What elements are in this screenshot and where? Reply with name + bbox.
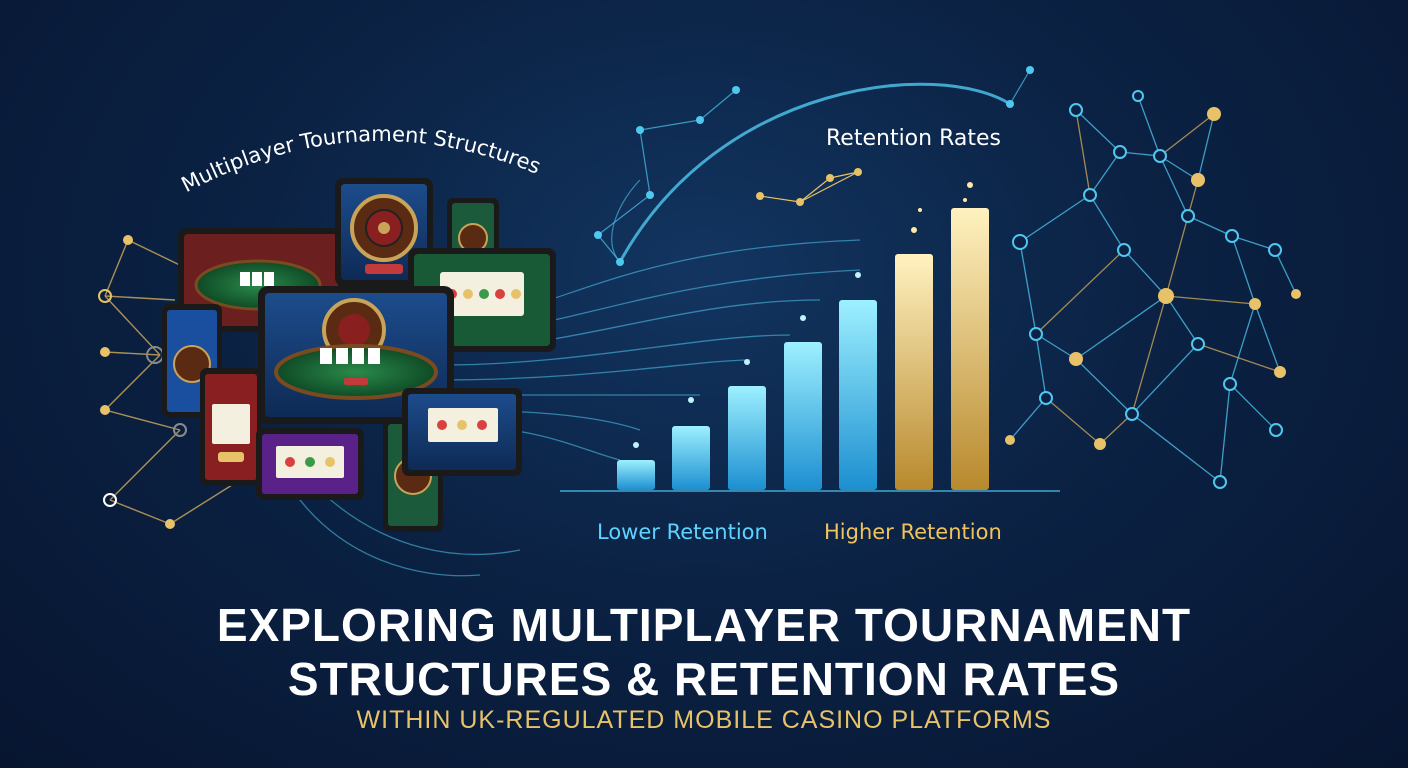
legend-higher-retention: Higher Retention xyxy=(824,520,1002,544)
right-network-lines xyxy=(1009,95,1297,483)
bar-5 xyxy=(839,300,877,490)
legend-lower-retention: Lower Retention xyxy=(597,520,768,544)
bar-3 xyxy=(728,386,766,490)
bar-4 xyxy=(784,342,822,490)
bar-2 xyxy=(672,426,710,490)
bar-7 xyxy=(951,208,989,490)
left-network-nodes xyxy=(98,235,187,529)
phone-red xyxy=(200,368,262,486)
bar-glow-dots xyxy=(633,272,861,448)
retention-bars xyxy=(560,182,1060,492)
tablet-purple xyxy=(256,428,364,500)
left-network xyxy=(104,239,241,525)
headline-line-2: STRUCTURES & RETENTION RATES xyxy=(287,653,1121,705)
bar-6 xyxy=(895,254,933,490)
gold-constellation xyxy=(756,168,862,206)
upper-arc xyxy=(611,82,1011,263)
device-collage xyxy=(162,178,556,532)
bar-1 xyxy=(617,460,655,490)
tablet-slots-bottom xyxy=(402,388,522,476)
chart-title: Retention Rates xyxy=(826,126,1001,151)
right-network-nodes xyxy=(1005,90,1301,489)
headline-subtitle: WITHIN UK-REGULATED MOBILE CASINO PLATFO… xyxy=(356,706,1052,734)
headline-line-1: EXPLORING MULTIPLAYER TOURNAMENT xyxy=(216,599,1192,651)
tablet-main xyxy=(258,286,454,424)
constellation-nodes xyxy=(594,66,1034,266)
constellation-lines xyxy=(597,69,1031,263)
gold-sparkles xyxy=(911,182,973,233)
